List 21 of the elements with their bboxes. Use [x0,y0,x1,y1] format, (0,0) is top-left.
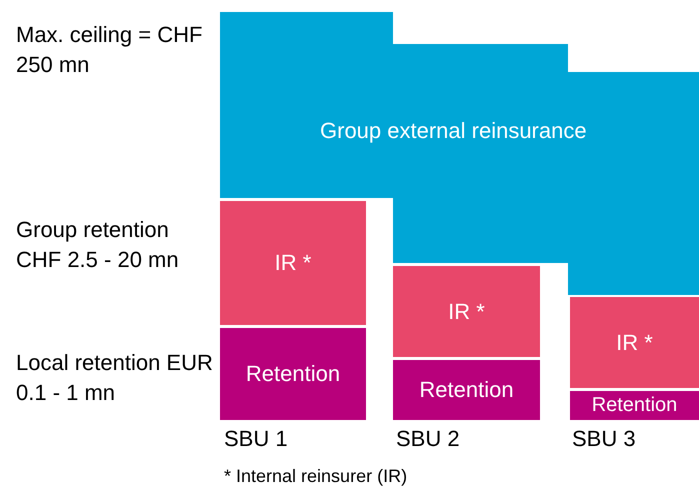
layer-block [220,201,366,325]
layer-block [220,328,366,420]
layer-label: Retention [419,377,514,403]
layer-label: Retention [592,394,678,417]
axis-label: Max. ceiling = CHF 250 mn [16,21,204,79]
layer-label: Retention [246,361,340,387]
layer-label: IR * [616,330,653,356]
footnote: * Internal reinsurer (IR) [224,465,408,488]
layer-block [570,297,699,388]
axis-label: Local retention EUR 0.1 - 1 mn [16,349,214,407]
column-label: SBU 1 [224,425,288,453]
column-label: SBU 2 [396,425,460,453]
layer-label: Group external reinsurance [320,118,587,144]
reinsurance-layer [220,12,699,295]
layer-block [393,360,540,420]
column-label: SBU 3 [572,425,636,453]
layer-label: IR * [448,298,485,324]
layer-label: IR * [274,250,312,276]
layer-block [570,391,699,420]
axis-label: Group retention CHF 2.5 - 20 mn [16,216,180,274]
layer-block [393,266,540,357]
